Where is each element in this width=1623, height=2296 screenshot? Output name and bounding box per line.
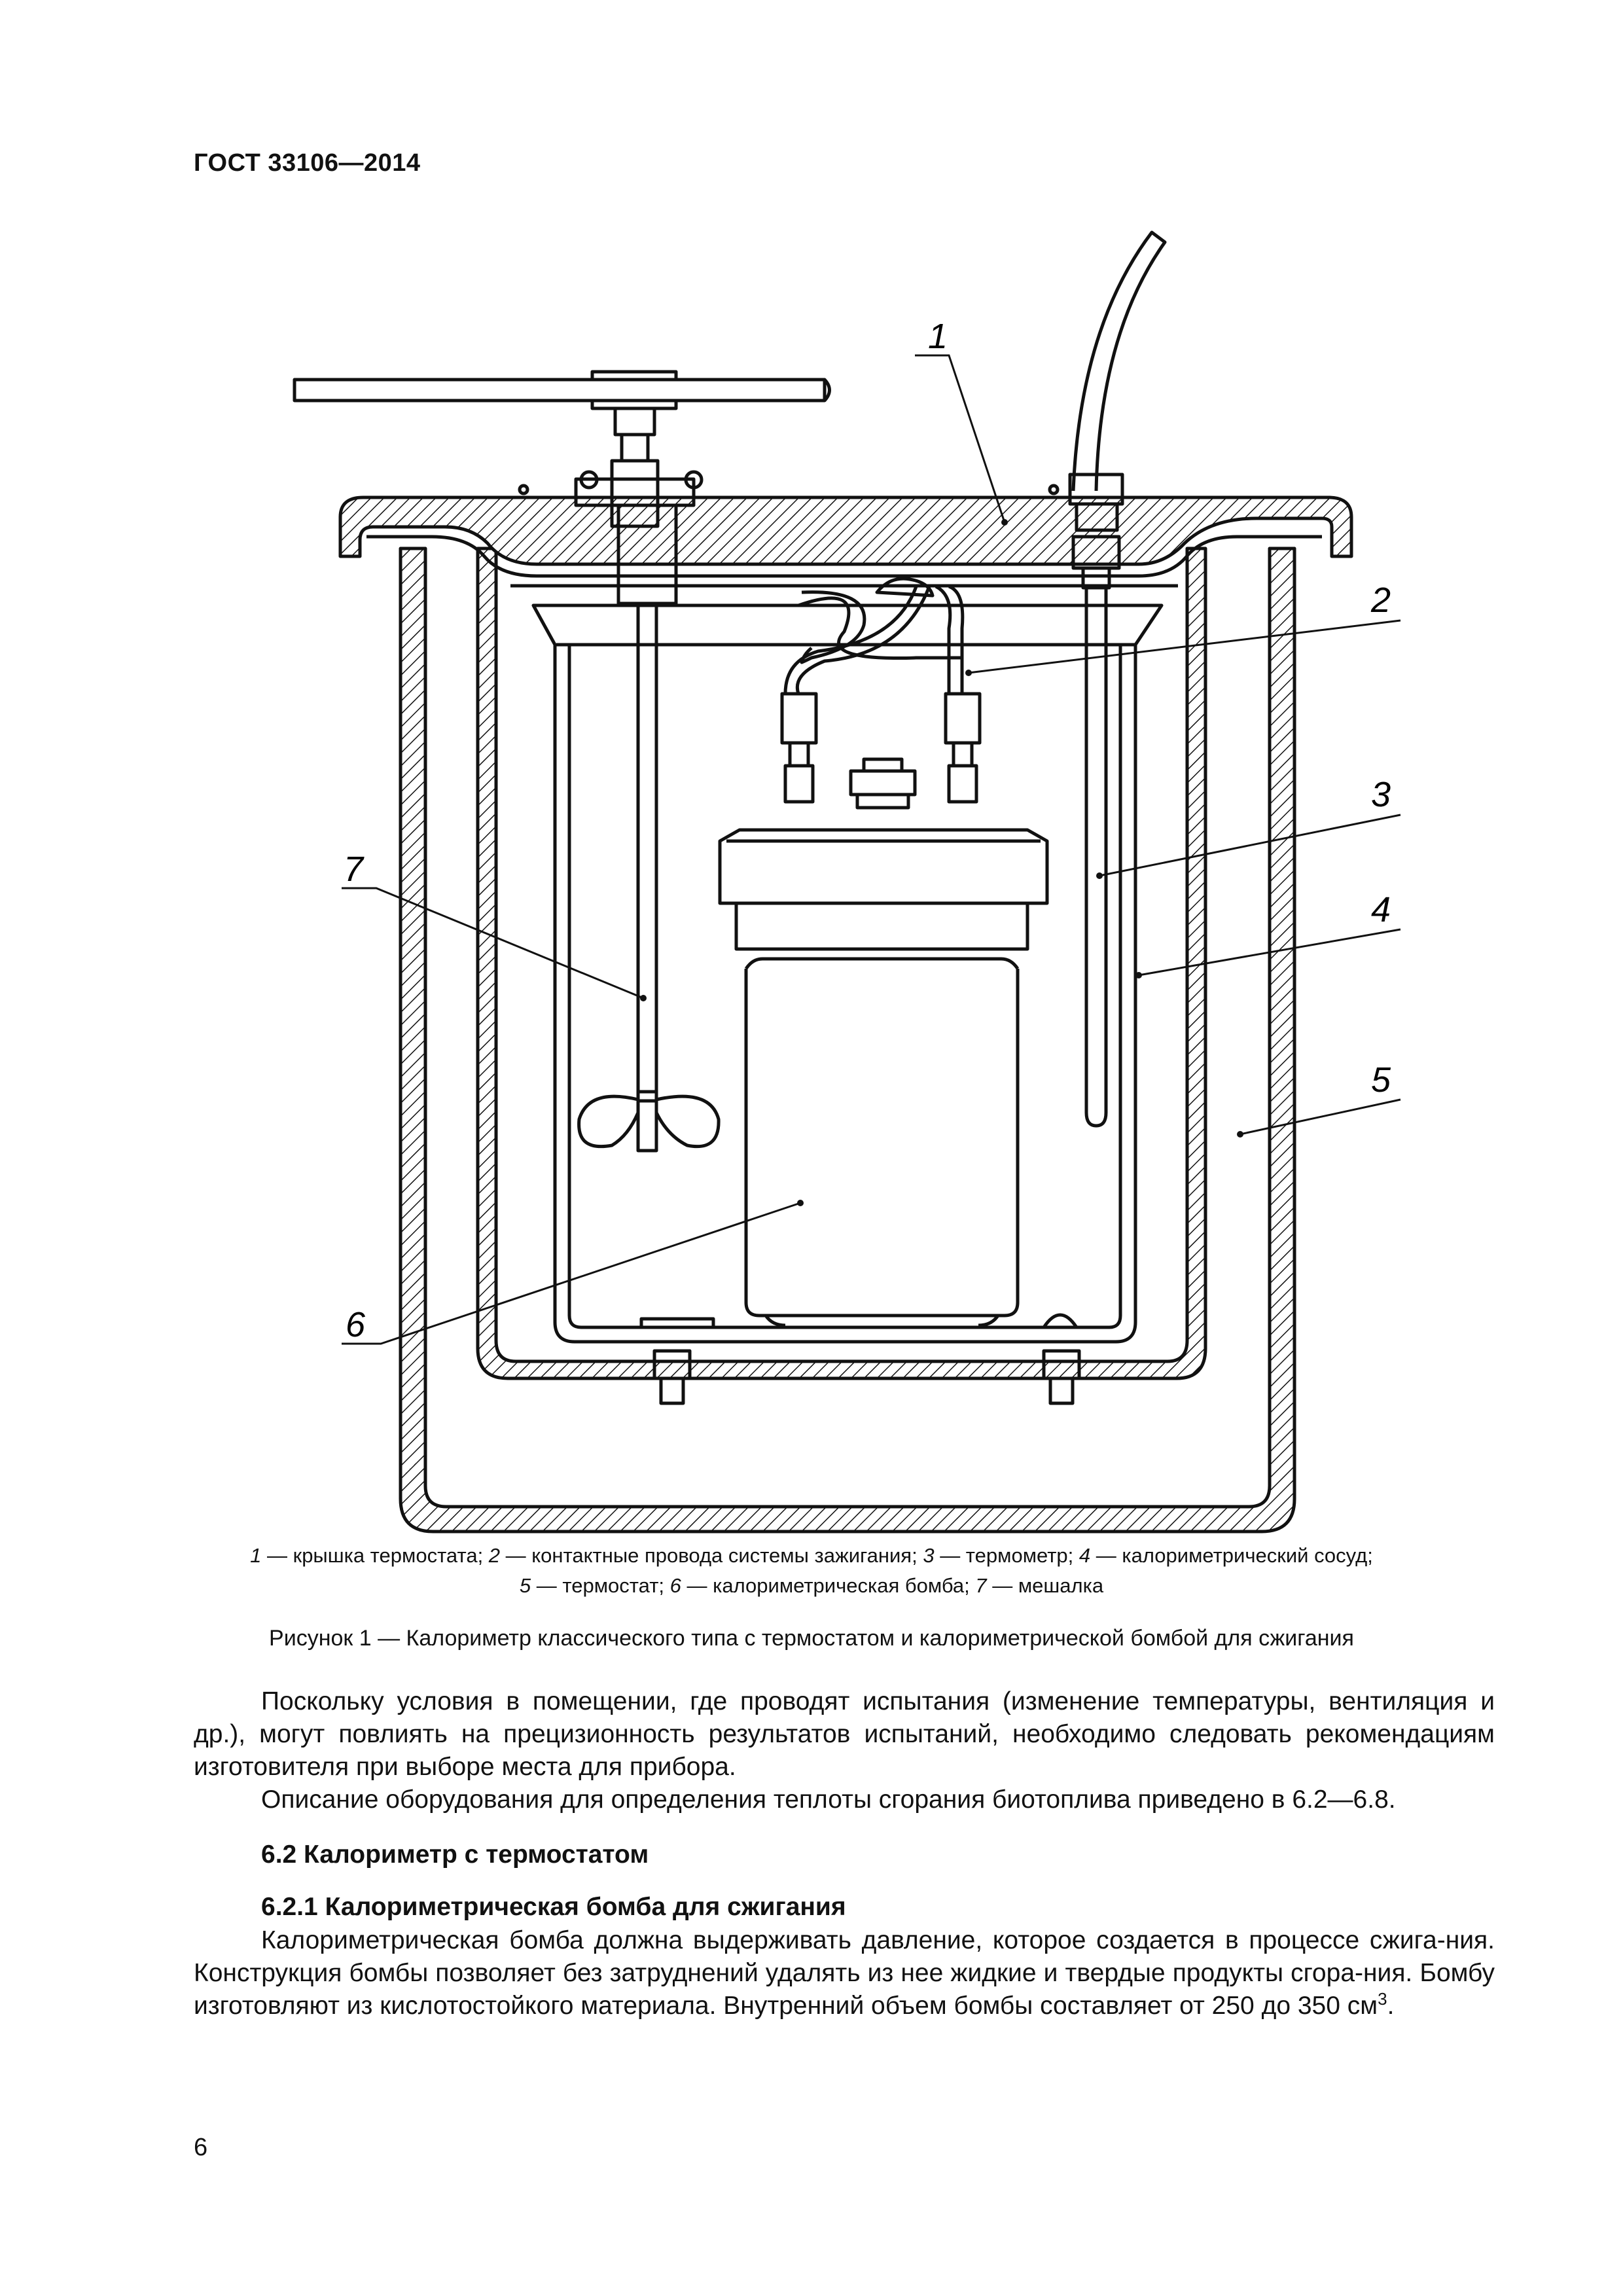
figure-legend-line-1: 1 — крышка термостата; 2 — контактные пр…: [250, 1544, 1373, 1567]
figure-label-5: 5: [1371, 1060, 1391, 1100]
thermostat-lid: [338, 495, 1353, 566]
thermostat-wall: [399, 547, 1296, 1534]
calorimetric-bomb-body: [744, 969, 1020, 1318]
paragraph: Описание оборудования для определения те…: [261, 1785, 1396, 1814]
section-heading: 6.2 Калориметр с термостатом: [261, 1840, 649, 1869]
figure-legend-line-2: 5 — термостат; 6 — калориметрическая бом…: [519, 1574, 1104, 1597]
thermometer: [1084, 588, 1108, 1128]
document-header: ГОСТ 33106—2014: [194, 149, 421, 177]
calorimetric-bomb-head: [718, 828, 1049, 905]
paragraph: Поскольку условия в помещении, где прово…: [194, 1687, 1495, 1781]
figure-label-4: 4: [1371, 890, 1391, 929]
paragraph: Калориметрическая бомба должна выдержива…: [194, 1926, 1495, 2020]
figure-label-1: 1: [928, 317, 948, 356]
figure-label-2: 2: [1370, 581, 1391, 620]
thermometer-tube: [1071, 230, 1167, 492]
calorimeter-diagram: 1 2 3 4 5 6 7: [293, 230, 1401, 1534]
stirrer-shaft: [636, 601, 658, 1103]
subsection-heading: 6.2.1 Калориметрическая бомба для сжиган…: [261, 1893, 846, 1921]
stirrer-pulley: [293, 378, 827, 403]
stirrer-blade: [577, 1094, 721, 1149]
calorimetric-vessel: [531, 603, 1164, 1344]
figure-label-6: 6: [346, 1305, 366, 1344]
thermostat-inner-wall: [476, 547, 1207, 1380]
figure-label-7: 7: [344, 850, 365, 889]
figure-caption: Рисунок 1 — Калориметр классического тип…: [269, 1626, 1354, 1651]
figure-label-3: 3: [1371, 775, 1391, 814]
page-number: 6: [194, 2134, 208, 2161]
